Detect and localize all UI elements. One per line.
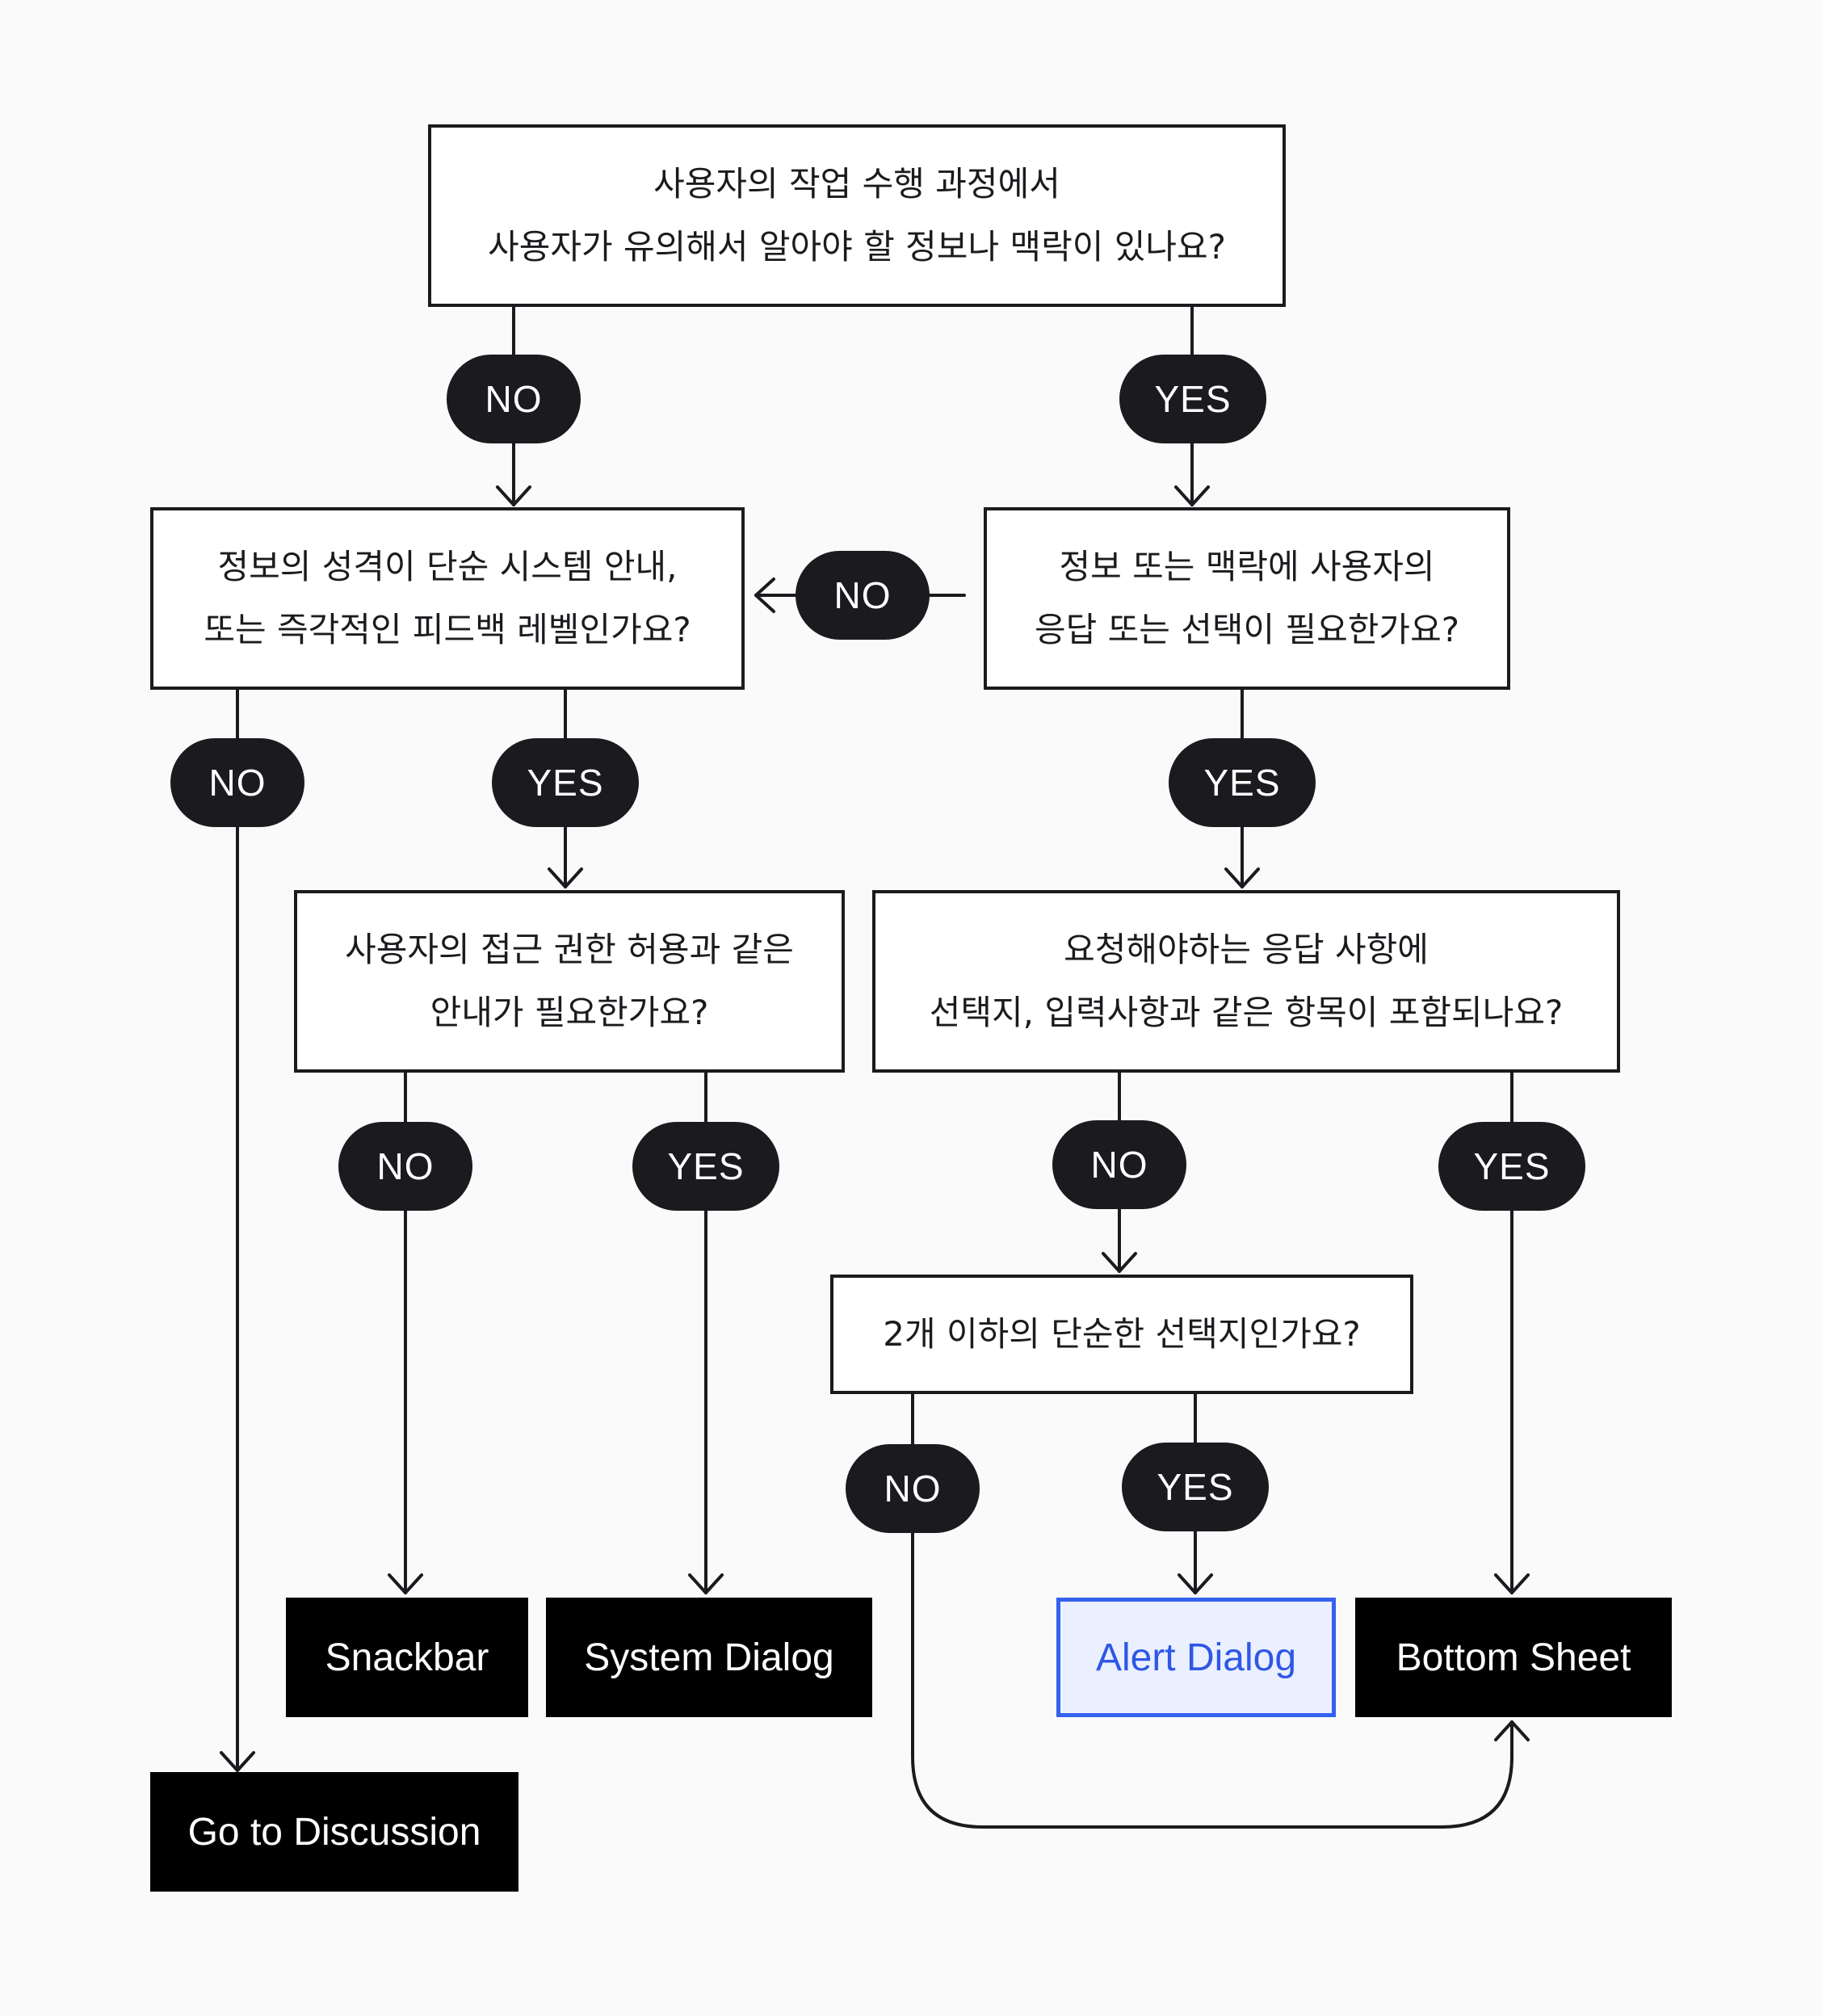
question-q2: 정보의 성격이 단순 시스템 안내, 또는 즉각적인 피드백 레벨인가요?	[150, 507, 745, 690]
yes-pill: YES	[492, 738, 639, 827]
question-text-line: 요청해야하는 응답 사항에	[1064, 930, 1429, 969]
yes-pill: YES	[1169, 738, 1316, 827]
question-text-line: 2개 이하의 단순한 선택지인가요?	[883, 1314, 1361, 1354]
edge-q6-no	[911, 1391, 1513, 1829]
question-q6: 2개 이하의 단순한 선택지인가요?	[830, 1275, 1413, 1394]
arrowhead	[1224, 867, 1260, 888]
no-pill: NO	[1052, 1120, 1186, 1209]
no-pill: NO	[170, 738, 304, 827]
result-go-to-discussion: Go to Discussion	[150, 1772, 518, 1892]
no-pill: NO	[846, 1444, 980, 1533]
question-text-line: 사용자가 유의해서 알아야 할 정보나 맥락이 있나요?	[488, 227, 1226, 267]
question-q3: 정보 또는 맥락에 사용자의 응답 또는 선택이 필요한가요?	[984, 507, 1510, 690]
result-alert-dialog: Alert Dialog	[1056, 1598, 1336, 1717]
question-text-line: 선택지, 입력사항과 같은 항목이 포함되나요?	[929, 993, 1564, 1032]
result-bottom-sheet: Bottom Sheet	[1355, 1598, 1672, 1717]
arrowhead	[1102, 1252, 1137, 1273]
question-text-line: 정보 또는 맥락에 사용자의	[1059, 547, 1435, 586]
arrowhead	[1494, 1573, 1530, 1594]
no-pill: NO	[796, 551, 930, 640]
question-q5: 요청해야하는 응답 사항에 선택지, 입력사항과 같은 항목이 포함되나요?	[872, 890, 1620, 1073]
question-text-line: 또는 즉각적인 피드백 레벨인가요?	[204, 610, 691, 649]
question-text-line: 안내가 필요한가요?	[430, 993, 709, 1032]
arrowhead	[1494, 1720, 1530, 1741]
question-q4: 사용자의 접근 권한 허용과 같은 안내가 필요한가요?	[294, 890, 845, 1073]
arrowhead	[754, 578, 775, 613]
yes-pill: YES	[1438, 1122, 1585, 1211]
no-pill: NO	[447, 355, 581, 443]
arrowhead	[548, 867, 583, 888]
yes-pill: YES	[1119, 355, 1266, 443]
arrowhead	[388, 1573, 423, 1594]
question-q1: 사용자의 작업 수행 과정에서 사용자가 유의해서 알아야 할 정보나 맥락이 …	[428, 124, 1286, 307]
question-text-line: 정보의 성격이 단순 시스템 안내,	[217, 547, 678, 586]
arrowhead	[1178, 1573, 1213, 1594]
question-text-line: 사용자의 작업 수행 과정에서	[653, 164, 1060, 204]
arrowhead	[220, 1751, 255, 1772]
question-text-line: 응답 또는 선택이 필요한가요?	[1034, 610, 1460, 649]
question-text-line: 사용자의 접근 권한 허용과 같은	[345, 930, 794, 969]
arrowhead	[496, 485, 531, 506]
arrowhead	[688, 1573, 724, 1594]
no-pill: NO	[338, 1122, 472, 1211]
arrowhead	[1174, 485, 1210, 506]
yes-pill: YES	[632, 1122, 779, 1211]
yes-pill: YES	[1122, 1443, 1269, 1531]
result-snackbar: Snackbar	[286, 1598, 528, 1717]
result-system-dialog: System Dialog	[546, 1598, 872, 1717]
